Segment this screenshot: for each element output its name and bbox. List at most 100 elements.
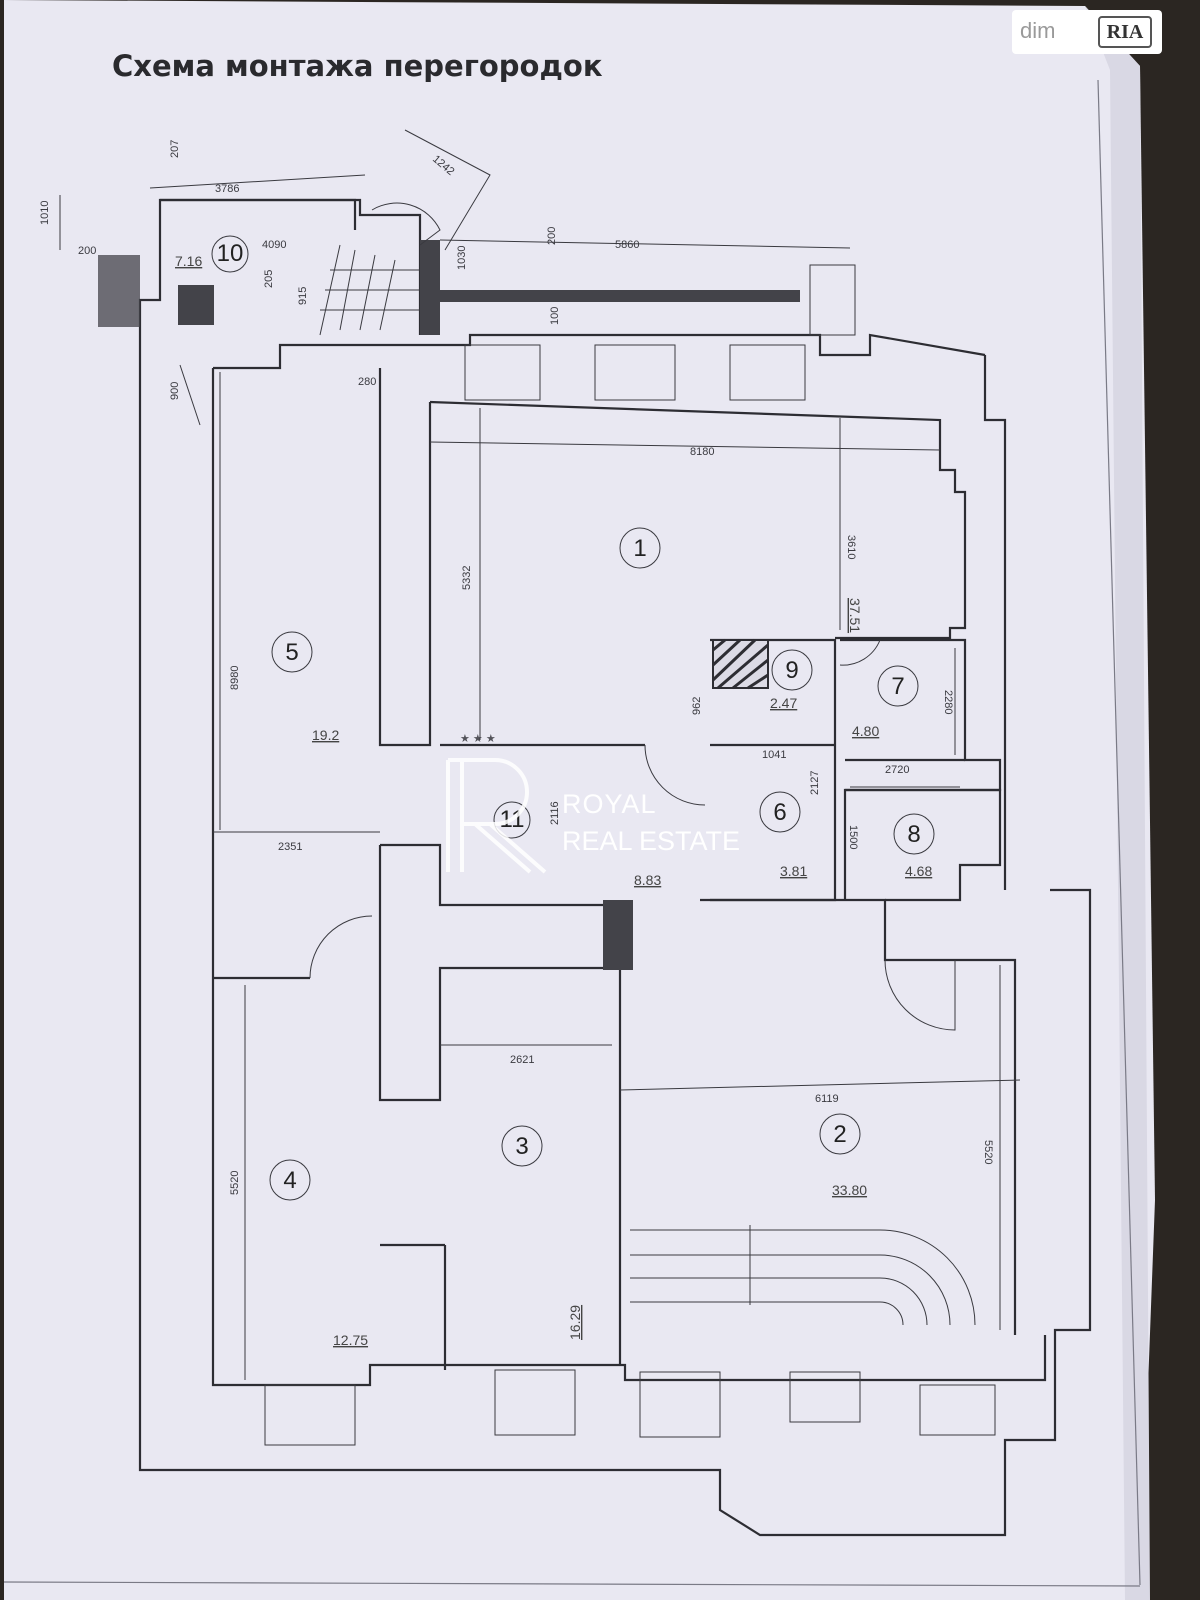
dim-5332: 5332 xyxy=(461,566,473,590)
dim-200b: 200 xyxy=(546,227,558,245)
outer-wall xyxy=(138,336,1092,1537)
watermark-line-2: REAL ESTATE xyxy=(562,826,740,856)
badge-dim-text: dim xyxy=(1020,18,1056,43)
room-10-circle xyxy=(211,235,249,273)
room-2-area: 33.80 xyxy=(832,1182,867,1198)
dim-8180: 8180 xyxy=(690,446,714,458)
room-2-number: 2 xyxy=(833,1121,846,1148)
dim-2351: 2351 xyxy=(278,841,302,853)
dim-line-900 xyxy=(179,364,201,426)
dim-2116: 2116 xyxy=(549,801,561,825)
door-arc-room-7 xyxy=(839,639,881,666)
staircase-room-10 xyxy=(319,244,420,336)
room-6-area: 3.81 xyxy=(780,863,807,879)
dim-line-1242 xyxy=(404,129,491,251)
dim-5520-right: 5520 xyxy=(982,1140,994,1164)
room-7-number: 7 xyxy=(891,673,904,700)
door-arc-room-2 xyxy=(884,959,956,1031)
room-11-area: 8.83 xyxy=(634,872,661,888)
watermark-stars: ★ ★ ★ xyxy=(460,733,496,745)
dim-5520-left: 5520 xyxy=(229,1171,241,1195)
dim-280: 280 xyxy=(358,376,376,388)
room-7-area: 4.80 xyxy=(852,723,879,739)
dim-2720: 2720 xyxy=(885,764,909,776)
paper-fold xyxy=(1085,6,1150,1600)
window-bottom-1 xyxy=(264,1384,356,1446)
room-6-9-wall xyxy=(710,638,837,902)
dim-6119: 6119 xyxy=(815,1093,839,1105)
room-1-wall xyxy=(429,400,967,640)
room-2-circle xyxy=(819,1113,861,1155)
badge-ria-logo: RIA xyxy=(1098,16,1152,48)
room-9-number: 9 xyxy=(785,657,798,684)
room-8-number: 8 xyxy=(907,821,920,848)
dim-line-6119 xyxy=(619,1079,1021,1091)
room-6-number: 6 xyxy=(773,799,786,826)
frame-line-bottom xyxy=(3,1581,1141,1587)
room-4-area: 12.75 xyxy=(333,1332,368,1348)
dim-915: 915 xyxy=(297,287,309,305)
room-4-circle xyxy=(269,1159,311,1201)
frame-line-right xyxy=(1097,79,1141,1586)
room-1-area: 37.51 xyxy=(847,598,863,633)
dim-2621: 2621 xyxy=(510,1054,534,1066)
window-top-2 xyxy=(594,344,676,401)
dim-line-3786 xyxy=(149,174,366,189)
dim-1010: 1010 xyxy=(39,201,51,225)
inner-wall-top xyxy=(213,333,986,370)
window-top-3 xyxy=(729,344,806,401)
room-1-number: 1 xyxy=(633,535,646,562)
dim-900: 900 xyxy=(169,382,181,400)
plan-title: Схема монтажа перегородок xyxy=(112,49,603,83)
dim-1041: 1041 xyxy=(762,749,786,761)
room-5-circle xyxy=(271,631,313,673)
dim-207: 207 xyxy=(169,140,181,158)
dim-line-5860 xyxy=(439,239,851,249)
room-3-number: 3 xyxy=(515,1133,528,1160)
watermark-logo: ★ ★ ★ xyxy=(446,733,547,874)
window-bottom-3 xyxy=(639,1371,721,1438)
room-10-area: 7.16 xyxy=(175,253,202,269)
room-5-number: 5 xyxy=(285,639,298,666)
dim-1030: 1030 xyxy=(456,246,468,270)
room-9-area: 2.47 xyxy=(770,695,797,711)
inner-wall-left-bottom xyxy=(211,368,1047,1387)
dim-205: 205 xyxy=(263,270,275,288)
room-1-circle xyxy=(619,527,661,569)
door-arc-room-4 xyxy=(309,915,373,979)
window-bottom-4 xyxy=(789,1371,861,1423)
dim-5860: 5860 xyxy=(615,239,639,251)
window-bottom-5 xyxy=(919,1384,996,1436)
room-5-area: 19.2 xyxy=(312,727,339,743)
dim-1500: 1500 xyxy=(847,825,859,849)
window-top-4 xyxy=(809,264,856,336)
dim-2280: 2280 xyxy=(942,690,954,714)
dim-8980: 8980 xyxy=(229,666,241,690)
room-8-area: 4.68 xyxy=(905,863,932,879)
room-8-wall xyxy=(845,788,1002,902)
room-3-circle xyxy=(501,1125,543,1167)
window-top-1 xyxy=(464,344,541,401)
outer-wall-right xyxy=(983,355,1007,890)
dim-200a: 200 xyxy=(78,245,96,257)
dim-100: 100 xyxy=(549,307,561,325)
watermark-r-mark xyxy=(446,758,547,874)
pillar-room-10 xyxy=(178,285,214,325)
shaft-hatch-lines xyxy=(711,638,769,690)
dim-3786: 3786 xyxy=(215,183,239,195)
room-1-left-wall xyxy=(378,368,432,747)
room-10-number: 10 xyxy=(217,240,244,267)
pillar-left xyxy=(98,255,140,327)
door-arc-corridor xyxy=(644,744,706,806)
watermark-line-1: ROYAL xyxy=(562,789,657,819)
staircase-room-2 xyxy=(630,1225,976,1326)
partition-post xyxy=(420,240,440,335)
room-9-circle xyxy=(771,649,813,691)
dim-3610: 3610 xyxy=(845,535,857,559)
room-6-circle xyxy=(759,791,801,833)
column-dark xyxy=(603,900,633,970)
partition-beam xyxy=(440,290,800,302)
room-3-area: 16.29 xyxy=(567,1305,583,1340)
